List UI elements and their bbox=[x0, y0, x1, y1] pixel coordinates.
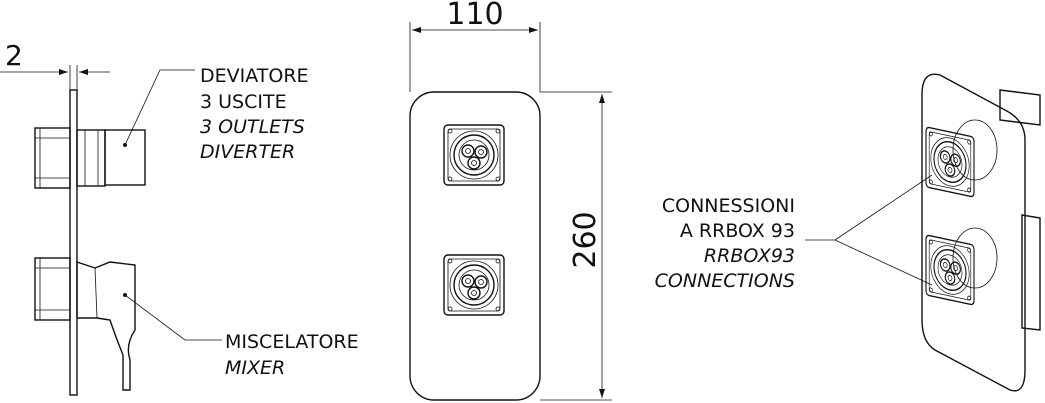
front-plate bbox=[409, 91, 541, 401]
width-dimension: 110 bbox=[446, 0, 503, 32]
diverter-cartridge bbox=[443, 124, 505, 186]
mixer-cartridge bbox=[443, 254, 505, 316]
connections-label-1: CONNESSIONI bbox=[662, 195, 795, 217]
thickness-dimension: 2 bbox=[5, 39, 23, 72]
mixer-label-2: MIXER bbox=[225, 357, 285, 379]
diverter-label-3: 3 OUTLETS bbox=[200, 116, 305, 138]
connections-label-2: A RRBOX 93 bbox=[680, 220, 795, 242]
connections-label-3: RRBOX93 bbox=[704, 245, 795, 267]
connections-label-4: CONNECTIONS bbox=[655, 270, 795, 292]
cover-plate bbox=[69, 89, 78, 396]
iso-plate bbox=[921, 73, 1026, 392]
side-view: 2 DEVIATORE 3 USCITE 3 OUTLETS DIVERTER … bbox=[0, 39, 359, 396]
iso-view: CONNESSIONI A RRBOX 93 RRBOX93 CONNECTIO… bbox=[655, 73, 1041, 392]
diverter-label-4: DIVERTER bbox=[200, 141, 295, 163]
height-dimension: 260 bbox=[568, 211, 603, 268]
diverter-label-2: 3 USCITE bbox=[200, 91, 287, 113]
mixer-label-1: MISCELATORE bbox=[225, 331, 359, 353]
diverter-label-1: DEVIATORE bbox=[200, 65, 309, 87]
mixer bbox=[34, 257, 136, 391]
front-view: 110 260 bbox=[409, 0, 612, 401]
diverter bbox=[34, 127, 146, 189]
